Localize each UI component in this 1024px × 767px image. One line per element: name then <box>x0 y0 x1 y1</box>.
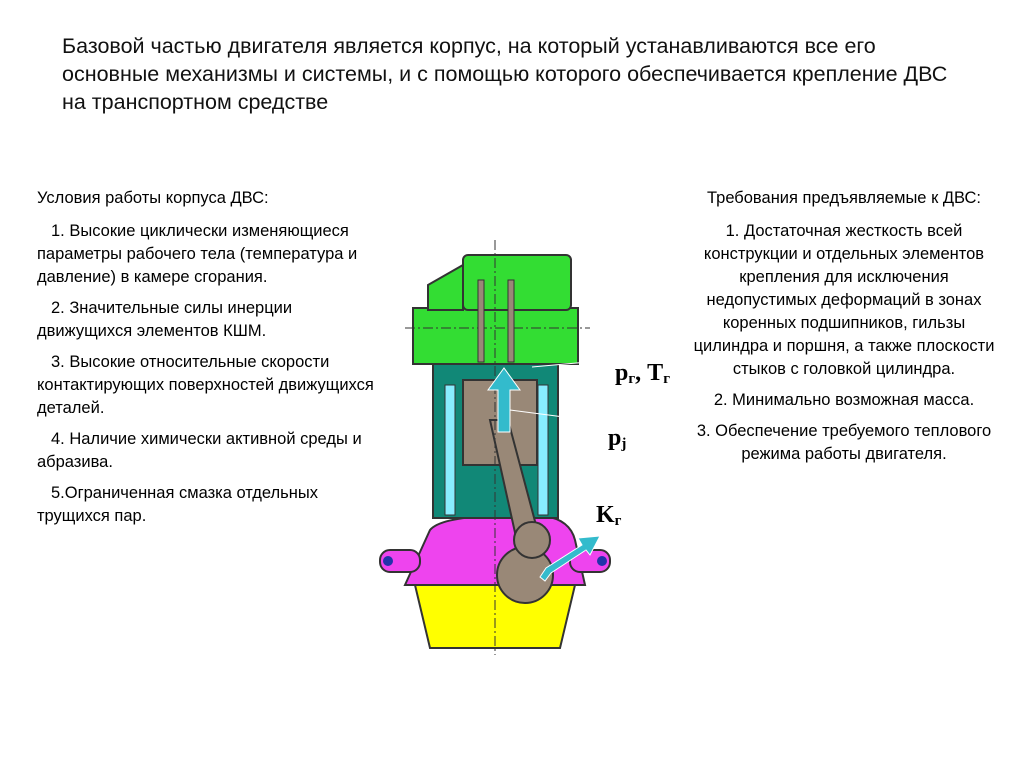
operating-conditions-heading: Условия работы корпуса ДВС: <box>37 189 269 207</box>
inertia-force-arrow <box>539 535 601 582</box>
condition-item: 1. Высокие циклически изменяющиеся парам… <box>37 222 358 286</box>
requirement-item: 3. Обеспечение требуемого теплового режи… <box>696 422 992 463</box>
gas-force-arrow <box>487 367 521 433</box>
slide-title: Базовой частью двигателя является корпус… <box>62 34 948 114</box>
engine-diagram <box>379 240 611 655</box>
requirement-item: 1. Достаточная жесткость всей конструкци… <box>693 222 995 378</box>
inertia-force-label: pj <box>608 425 627 452</box>
centrifugal-force-label: Kг <box>596 502 622 529</box>
condition-item: 5.Ограниченная смазка отдельных трущихся… <box>37 484 319 525</box>
requirements: Требования предъявляемые к ДВС: 1. Доста… <box>688 187 1000 474</box>
gas-pressure-temperature-label: pг, Tг <box>615 360 670 387</box>
condition-item: 2. Значительные силы инерции движущихся … <box>37 299 293 340</box>
condition-item: 4. Наличие химически активной среды и аб… <box>37 430 362 471</box>
left-flange <box>379 549 421 573</box>
requirement-item: 2. Минимально возможная масса. <box>713 391 975 409</box>
condition-item: 3. Высокие относительные скорости контак… <box>37 353 374 417</box>
operating-conditions: Условия работы корпуса ДВС: 1. Высокие ц… <box>37 187 382 536</box>
requirements-heading: Требования предъявляемые к ДВС: <box>706 189 981 207</box>
